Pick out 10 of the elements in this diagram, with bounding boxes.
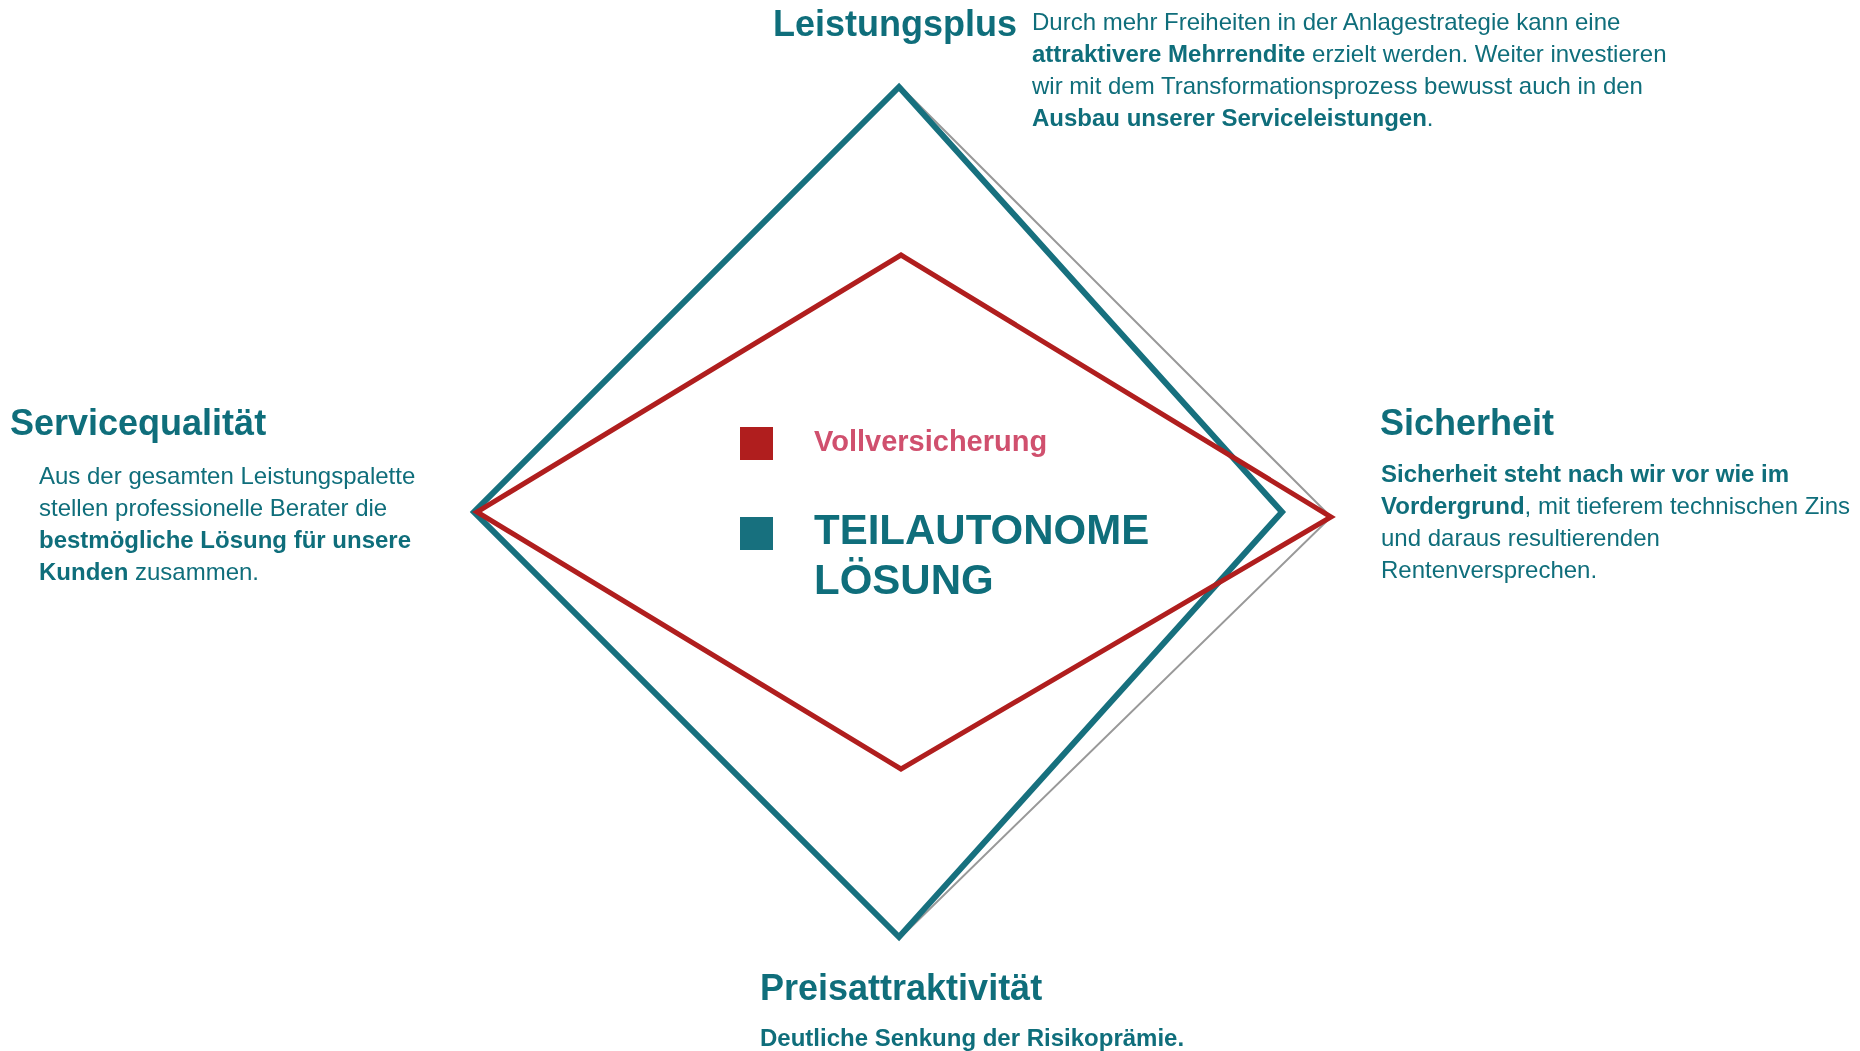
description-text: Durch mehr Freiheiten in der Anlagestrategie kann eine attraktivere Mehrrendite erzielt werden. Weiter investieren wir mit dem Transformationsprozess bewusst auch in den Ausbau unserer Serviceleistungen.	[1032, 7, 1668, 133]
description-text: Aus der gesamten Leistungspalette stellen professionelle Berater die bestmögliche Lösung für unsere Kunden zusammen.	[39, 461, 417, 587]
axis-title: Leistungsplus	[773, 4, 1018, 44]
legend-label: Vollversicherung	[814, 424, 1048, 459]
description-text: Sicherheit steht nach wir vor wie im Vordergrund, mit tieferem technischen Zins und daraus resultierenden Rentenversprechen.	[1381, 459, 1851, 585]
axis-title: Sicherheit	[1380, 403, 1555, 443]
axis-title: Preisattraktivität	[760, 968, 1043, 1008]
legend-label: TEILAUTONOME LÖSUNG	[814, 505, 1151, 605]
axis-title: Servicequalität	[10, 403, 267, 443]
description-text: Deutliche Senkung der Risikoprämie.	[760, 1023, 1185, 1051]
